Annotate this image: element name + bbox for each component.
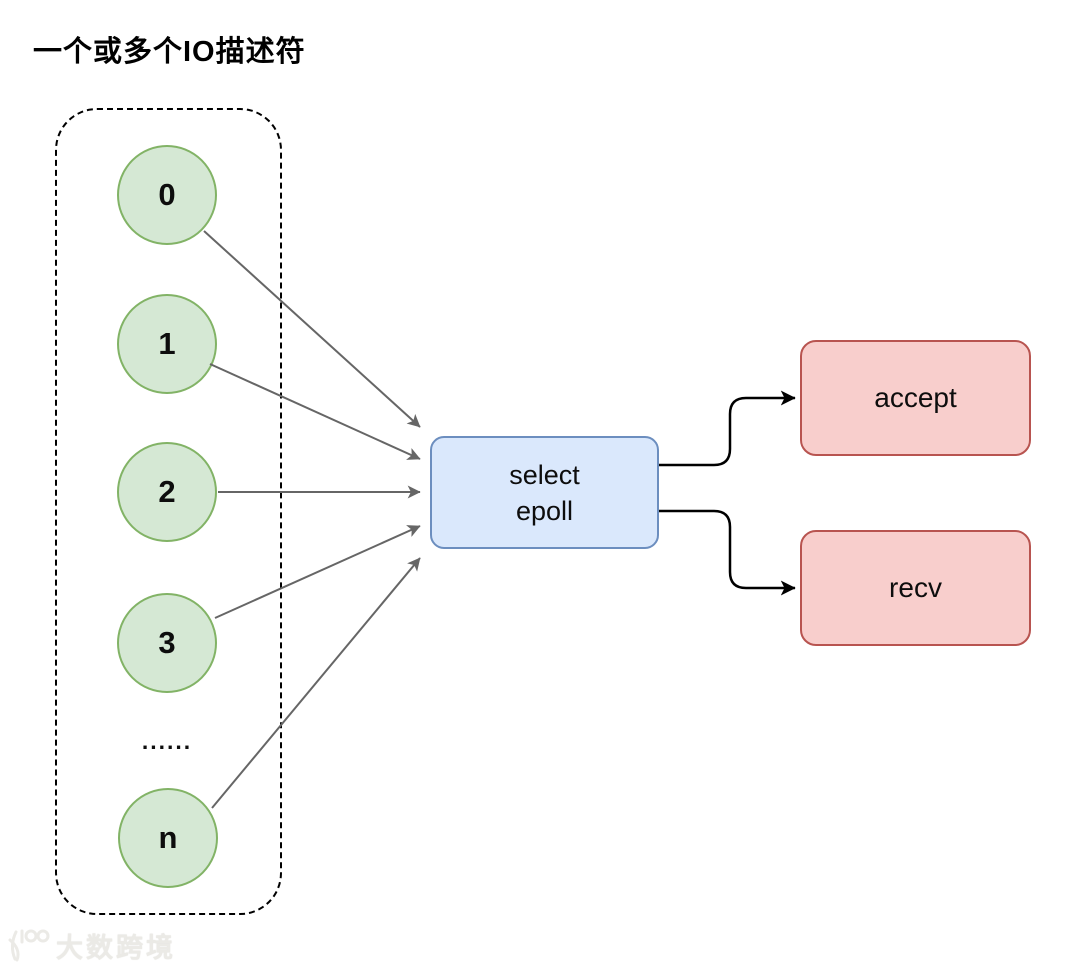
fd-node-3: 3 xyxy=(117,593,217,693)
fd-node-2: 2 xyxy=(117,442,217,542)
io-descriptor-group-box xyxy=(55,108,282,915)
fd-ellipsis: ...... xyxy=(141,728,193,754)
multiplexer-label-line2: epoll xyxy=(515,495,574,526)
watermark: 大数跨境 xyxy=(6,926,176,965)
handler-accept-node: accept xyxy=(800,340,1031,456)
fd-node-1-label: 1 xyxy=(158,326,176,361)
diagram-title: 一个或多个IO描述符 xyxy=(33,36,306,68)
fd-node-n: n xyxy=(118,788,218,888)
multiplexer-node: select epoll xyxy=(430,436,659,549)
handler-recv-node: recv xyxy=(800,530,1031,646)
fd-node-n-label: n xyxy=(158,820,178,855)
fd-node-0: 0 xyxy=(117,145,217,245)
handler-recv-label: recv xyxy=(889,572,942,603)
fd-node-1: 1 xyxy=(117,294,217,394)
fd-node-3-label: 3 xyxy=(158,625,176,660)
watermark-text: 大数跨境 xyxy=(56,933,176,963)
watermark-logo-icon xyxy=(8,929,50,961)
multiplexer-label-line1: select xyxy=(509,459,580,490)
fd-node-2-label: 2 xyxy=(158,474,176,509)
edge-multiplexer-to-recv xyxy=(659,509,796,596)
handler-accept-label: accept xyxy=(874,382,957,413)
fd-node-0-label: 0 xyxy=(158,177,176,212)
edge-multiplexer-to-accept xyxy=(659,390,796,467)
